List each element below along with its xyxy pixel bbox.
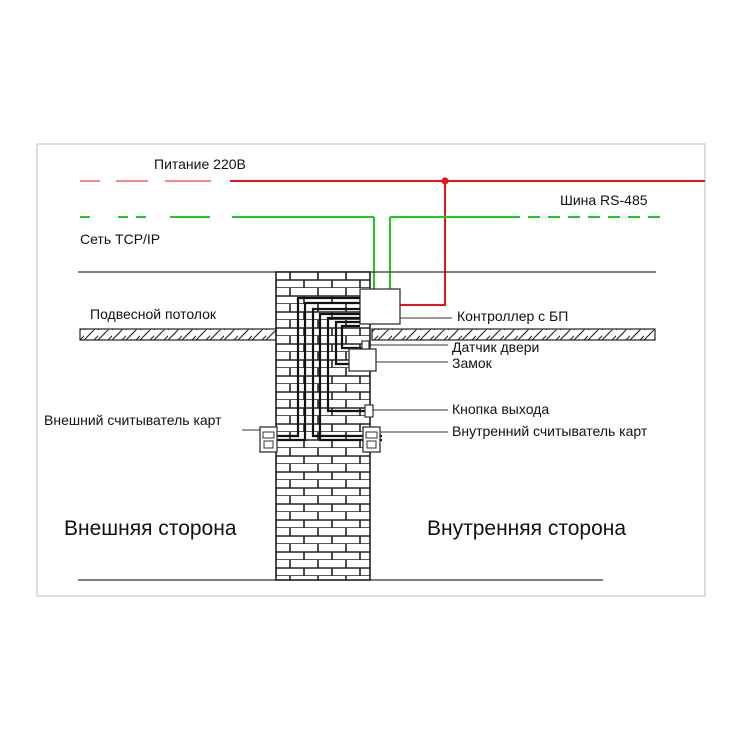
door-sensor-device bbox=[361, 340, 370, 350]
rs485-line bbox=[389, 216, 665, 289]
outside-label: Внешняя сторона bbox=[64, 517, 237, 540]
diagram-frame bbox=[36, 143, 706, 597]
door-sensor-label: Датчик двери bbox=[452, 339, 540, 355]
ceiling-label: Подвесной потолок bbox=[90, 306, 217, 322]
inside-label: Внутренняя сторона bbox=[427, 517, 627, 540]
power-label: Питание 220В bbox=[154, 156, 246, 172]
tcpip-line bbox=[80, 216, 375, 289]
inner-reader-label: Внутренний считыватель карт bbox=[452, 423, 648, 439]
rs485-label: Шина RS-485 bbox=[560, 192, 648, 208]
exit-button-label: Кнопка выхода bbox=[452, 401, 550, 417]
inner-reader-device bbox=[362, 426, 381, 453]
lock-label: Замок bbox=[452, 355, 492, 371]
lock-device bbox=[348, 348, 377, 372]
controller-label: Контроллер с БП bbox=[457, 308, 569, 324]
brick-wall bbox=[275, 271, 371, 581]
controller-box bbox=[359, 288, 401, 325]
outer-reader-device bbox=[259, 426, 278, 453]
leader-lines bbox=[242, 317, 452, 433]
exit-button-device bbox=[364, 404, 374, 418]
power-line bbox=[80, 177, 705, 306]
outer-reader-label: Внешний считыватель карт bbox=[44, 412, 222, 428]
tcpip-label: Сеть TCP/IP bbox=[80, 231, 161, 247]
